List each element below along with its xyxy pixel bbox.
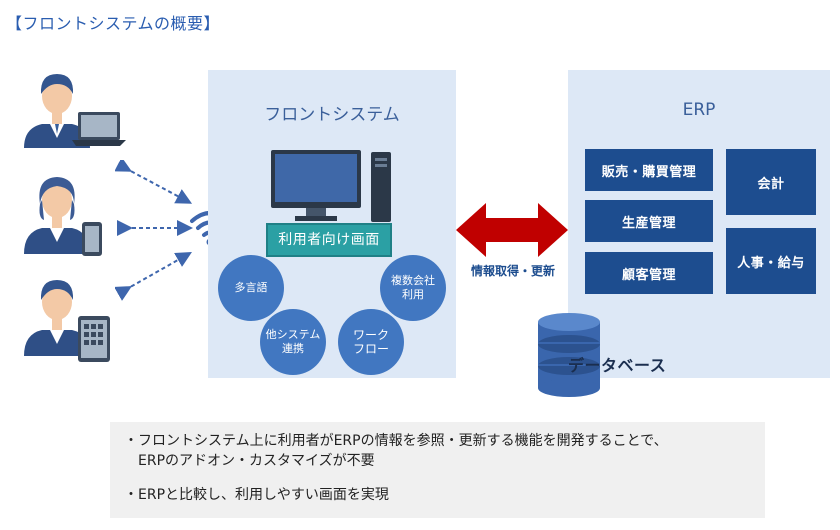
database-label: データベース — [568, 356, 667, 375]
user-tablet-icon — [20, 272, 130, 367]
feature-workflow: ワーク フロー — [338, 309, 404, 375]
front-system-panel: フロントシステム 利用者向け画面 多言語 他システム 連携 ワーク フロー 複数… — [208, 70, 456, 378]
erp-module-production: 生産管理 — [585, 200, 713, 242]
feature-other-system: 他システム 連携 — [260, 309, 326, 375]
erp-title: ERP — [682, 100, 716, 120]
erp-module-accounting: 会計 — [726, 149, 816, 215]
user-screen-label: 利用者向け画面 — [266, 223, 392, 257]
feature-multilang: 多言語 — [218, 255, 284, 321]
erp-panel: ERP 販売・購買管理 生産管理 顧客管理 会計 人事・給与 — [568, 70, 830, 378]
exchange-label: 情報取得・更新 — [470, 264, 555, 278]
user-laptop-icon — [20, 68, 130, 163]
desktop-computer-icon — [271, 150, 391, 222]
front-system-title: フロントシステム — [264, 105, 400, 125]
note-line: ・ERPと比較し、利用しやすい画面を実現 — [124, 487, 389, 503]
note-line: ・フロントシステム上に利用者がERPの情報を参照・更新する機能を開発することで、 — [124, 433, 668, 449]
diagram-title: 【フロントシステムの概要】 — [6, 14, 221, 33]
user-phone-icon — [20, 170, 130, 265]
double-arrow-icon — [456, 203, 568, 257]
notes-box: ・フロントシステム上に利用者がERPの情報を参照・更新する機能を開発することで、… — [110, 422, 765, 518]
user-connection-arrows — [115, 160, 193, 301]
erp-module-customer: 顧客管理 — [585, 252, 713, 294]
feature-multi-company: 複数会社 利用 — [380, 255, 446, 321]
database-icon — [538, 313, 600, 397]
erp-module-hr: 人事・給与 — [726, 228, 816, 294]
erp-module-sales: 販売・購買管理 — [585, 149, 713, 191]
note-line: ERPのアドオン・カスタマイズが不要 — [124, 453, 375, 469]
